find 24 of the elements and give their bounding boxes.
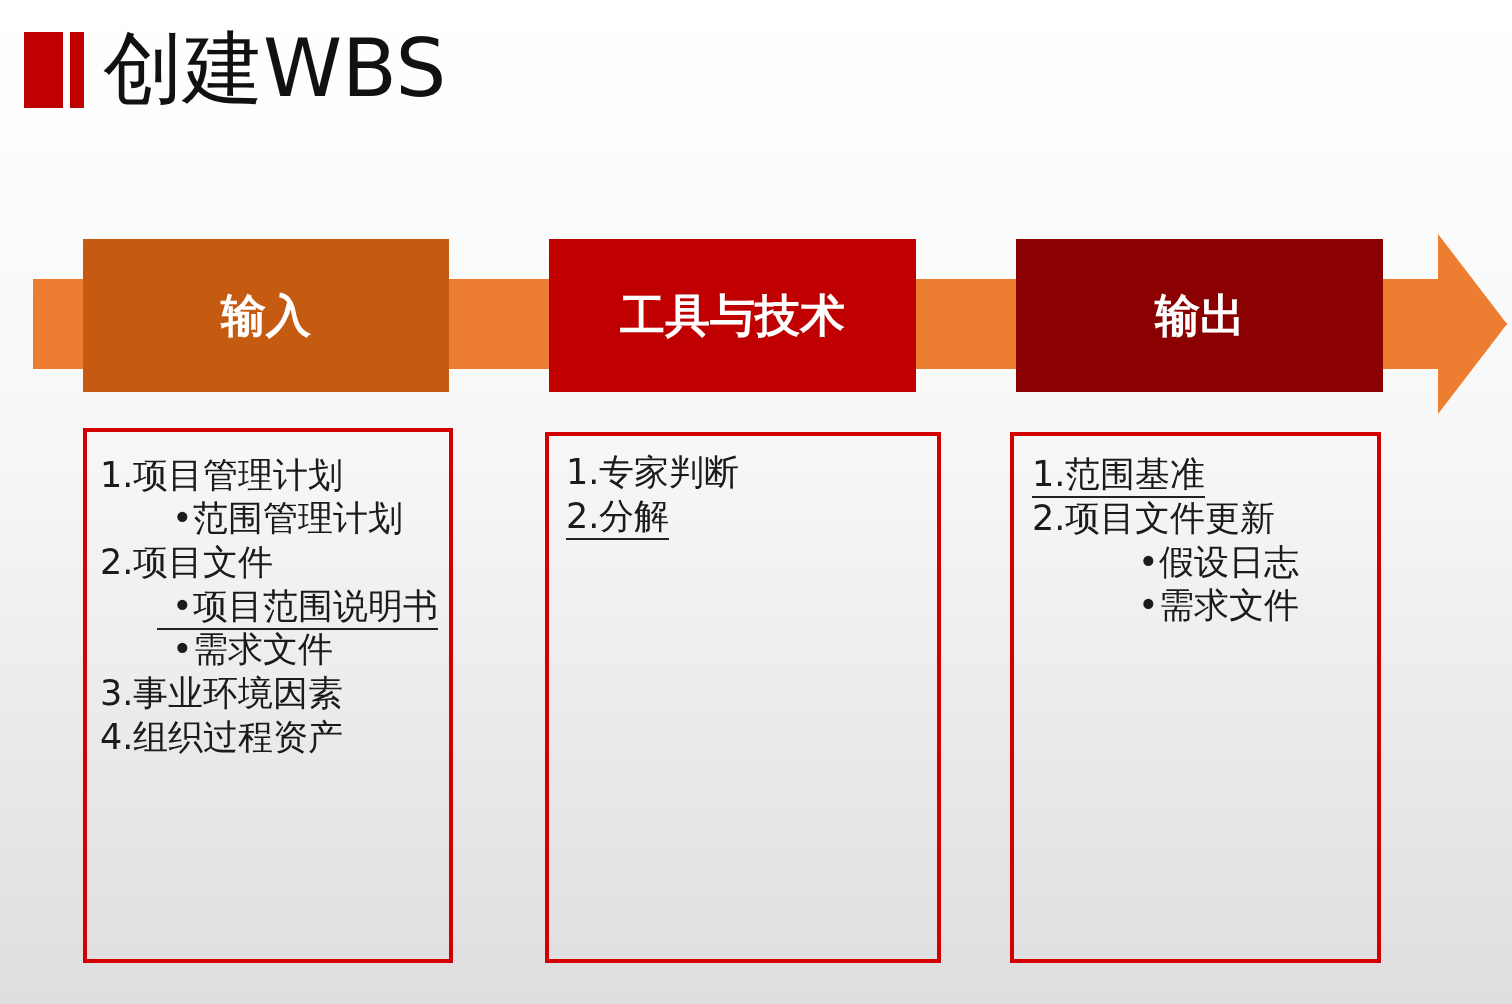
list-panel	[83, 428, 453, 963]
sub-list-item: •项目范围说明书	[157, 584, 438, 630]
stage-title: 输出	[1154, 289, 1245, 342]
stage-box	[83, 239, 449, 392]
stage-box	[549, 239, 916, 392]
list-panel	[1010, 432, 1381, 963]
list-panel	[545, 432, 941, 963]
list-item: 1.项目管理计划	[100, 453, 344, 497]
list-item: 1.专家判断	[566, 450, 740, 494]
sub-list-item: •范围管理计划	[172, 497, 403, 541]
list-item: 1.范围基准	[1032, 453, 1206, 498]
sub-list-item: •需求文件	[172, 628, 333, 672]
stage-title: 工具与技术	[620, 289, 845, 342]
stage-title: 输入	[221, 289, 311, 342]
list-item: 2.项目文件	[100, 540, 274, 584]
sub-list-item: •需求文件	[1138, 584, 1299, 628]
stage-box	[1016, 239, 1383, 392]
list-item: 3.事业环境因素	[100, 672, 344, 715]
sub-list-item: •假设日志	[1138, 540, 1299, 584]
arrow	[1382, 234, 1508, 414]
list-item: 2.分解	[566, 494, 670, 540]
title: 创建WBS	[103, 24, 447, 114]
list-item: 4.组织过程资产	[100, 715, 344, 759]
list-item: 2.项目文件更新	[1032, 496, 1276, 540]
